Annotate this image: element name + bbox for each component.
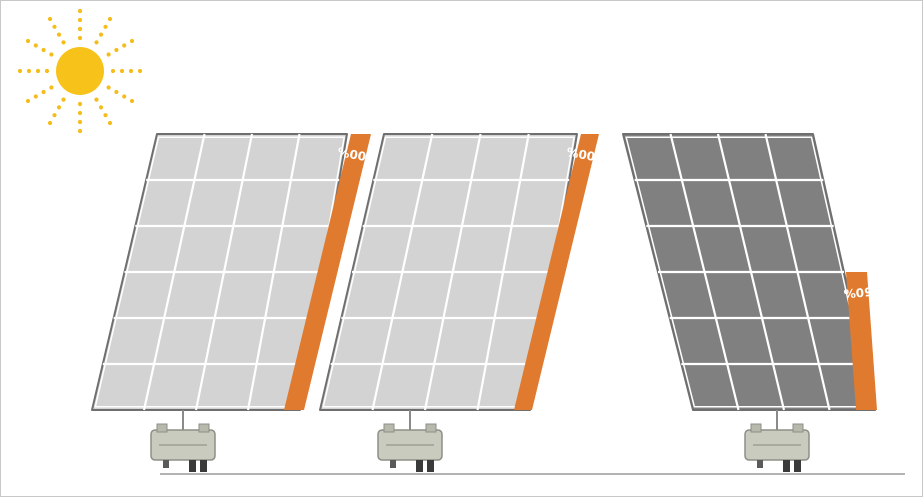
output-percent-label: 100% <box>337 144 376 164</box>
sun-ray-dot <box>77 110 83 116</box>
sun-ray-dot <box>33 43 38 48</box>
inverter-connector <box>156 423 168 433</box>
sun-ray-dot <box>103 24 108 29</box>
sun-ray-dot <box>107 120 113 126</box>
inverter-cable <box>189 460 196 472</box>
sun-ray-dot <box>122 43 127 48</box>
sun-ray-dot <box>52 113 57 118</box>
inverter-connector <box>425 423 437 433</box>
inverter-connector <box>383 423 395 433</box>
sun-ray-dot <box>25 98 31 104</box>
sun-ray-dot <box>137 68 143 74</box>
inverter-foot <box>390 460 396 468</box>
sun-ray-dot <box>128 68 134 74</box>
sun-ray-dot <box>61 97 66 102</box>
sun-ray-dot <box>129 38 135 44</box>
output-bar <box>514 134 599 410</box>
sun-ray-dot <box>129 98 135 104</box>
sun-ray-dot <box>61 40 66 45</box>
sun-ray-dot <box>25 38 31 44</box>
sun-ray-dot <box>56 105 62 110</box>
sun-ray-dot <box>77 35 83 41</box>
inverter-connector <box>750 423 762 433</box>
sun-ray-dot <box>77 101 83 107</box>
sun-disc <box>56 47 104 95</box>
inverter-foot <box>757 460 763 468</box>
inverter-cable <box>200 460 207 472</box>
sun-ray-dot <box>110 68 116 74</box>
sun-ray-dot <box>33 94 38 99</box>
sun-ray-dot <box>77 26 83 32</box>
inverter-connector <box>198 423 210 433</box>
microinverter-icon <box>744 423 810 472</box>
sun-ray-dot <box>119 68 125 74</box>
sun-ray-dot <box>26 68 32 74</box>
microinverter-icon <box>150 423 216 472</box>
sun-ray-dot <box>94 97 99 102</box>
output-percent-label: 100% <box>566 144 605 164</box>
sun-ray-dot <box>47 16 53 22</box>
sun-ray-dot <box>41 89 46 95</box>
output-bar <box>284 134 371 410</box>
sun-ray-dot <box>52 24 57 29</box>
sun-ray-dot <box>122 94 127 99</box>
inverter-foot <box>163 460 169 468</box>
sun-ray-dot <box>77 119 83 125</box>
microinverter-icon <box>377 423 443 472</box>
solar-panel-left: 100% <box>91 133 376 472</box>
sun-ray-dot <box>49 52 54 57</box>
sun-ray-dot <box>114 89 119 95</box>
sun-icon <box>17 8 143 134</box>
inverter-connector <box>792 423 804 433</box>
sun-ray-dot <box>49 85 54 90</box>
inverter-cable <box>783 460 790 472</box>
sun-ray-dot <box>44 68 50 74</box>
sun-ray-dot <box>106 52 111 57</box>
sun-ray-dot <box>103 113 108 118</box>
sun-ray-dot <box>77 17 83 23</box>
output-percent-label: 50% <box>843 284 873 300</box>
solar-panel-middle: 100% <box>319 133 605 472</box>
sun-ray-dot <box>35 68 41 74</box>
sun-rays <box>17 8 143 134</box>
sun-ray-dot <box>77 8 83 14</box>
panel-array: 100% 100% 50% <box>91 133 877 472</box>
sun-ray-dot <box>106 85 111 90</box>
solar-panel-right: 50% <box>622 133 877 472</box>
sun-ray-dot <box>98 32 104 37</box>
sun-ray-dot <box>114 47 119 53</box>
sun-ray-dot <box>56 32 62 37</box>
sun-ray-dot <box>94 40 99 45</box>
sun-ray-dot <box>107 16 113 22</box>
sun-ray-dot <box>77 128 83 134</box>
inverter-cable <box>416 460 423 472</box>
sun-ray-dot <box>41 47 46 53</box>
inverter-cable <box>794 460 801 472</box>
sun-ray-dot <box>47 120 53 126</box>
output-bar <box>846 272 877 410</box>
sun-ray-dot <box>98 105 104 110</box>
inverter-cable <box>427 460 434 472</box>
sun-ray-dot <box>17 68 23 74</box>
